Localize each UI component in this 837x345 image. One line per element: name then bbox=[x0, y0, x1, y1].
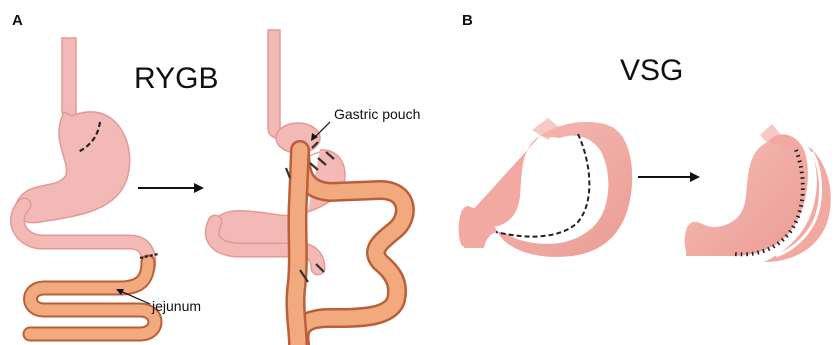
gastric-pouch-label: Gastric pouch bbox=[334, 106, 420, 122]
rygb-title: RYGB bbox=[134, 62, 218, 96]
vsg-transition-arrow bbox=[638, 172, 700, 182]
vsg-before-stomach bbox=[459, 118, 633, 257]
vsg-title: VSG bbox=[620, 54, 683, 88]
esophagus-after bbox=[268, 30, 280, 138]
esophagus bbox=[62, 38, 76, 122]
jejunum-label: jejunum bbox=[152, 298, 201, 314]
vsg-after-stomach bbox=[685, 124, 831, 262]
panel-a-letter: A bbox=[12, 12, 23, 29]
panel-b-letter: B bbox=[462, 12, 473, 29]
rygb-after-anatomy bbox=[211, 30, 405, 345]
rygb-transition-arrow bbox=[138, 183, 204, 193]
stomach bbox=[15, 112, 129, 223]
vsg-stomach-body bbox=[461, 122, 632, 257]
